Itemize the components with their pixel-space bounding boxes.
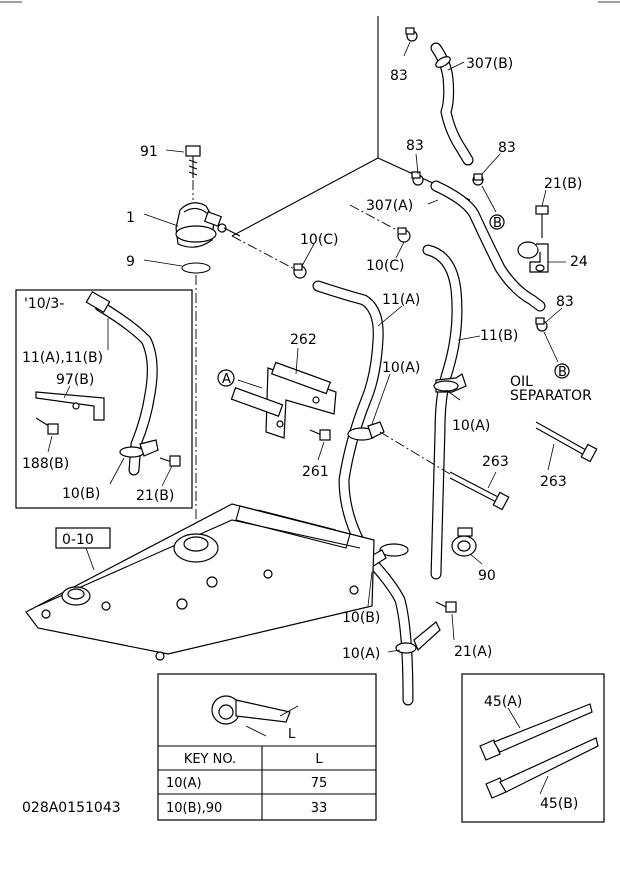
callout-10c-b: 10(C) [366,258,405,274]
callout-10a-right: 10(A) [452,418,490,434]
ref-b-circle-2 [554,363,570,379]
ref-box-0-10 [55,527,111,549]
callout-307b: 307(B) [466,56,513,72]
inset-callout-188b: 188(B) [22,456,69,472]
callout-10a-bottom: 10(A) [342,646,380,662]
hose-307a [430,180,546,312]
table-header-key: KEY NO. [184,752,236,767]
clamp-90 [451,527,477,557]
hose-11b [422,244,463,580]
clamp-10a-middle [347,421,385,441]
leader-lines [47,41,566,795]
table-header-l: L [315,752,323,767]
inset-date: '10/3- [24,296,64,312]
oil-separator-label-1: OIL [510,374,533,390]
o-ring-9 [181,262,211,274]
table-dim-label: L [288,727,296,742]
bolt-263-right [535,421,598,463]
callout-10a-upper: 10(A) [382,360,420,376]
tie-callout-45a: 45(A) [484,694,522,710]
table-row-1-l: 75 [311,776,328,791]
oil-separator-body [175,202,241,248]
callout-11a: 11(A) [382,292,420,308]
bolt-21a [435,601,457,613]
clamp-10c-b [397,227,411,243]
oil-separator-assembly [175,145,241,520]
tie-callout-45b: 45(B) [540,796,578,812]
callout-11b: 11(B) [480,328,518,344]
table-row-1-key: 10(A) [166,776,202,791]
ref-b-label-1: B [493,216,502,231]
inset-panel [15,289,193,509]
callout-24: 24 [570,254,588,270]
ref-b-label-2: B [558,365,567,380]
callout-10c-a: 10(C) [300,232,339,248]
inset-callout-97b: 97(B) [56,372,94,388]
hose-307b [430,42,474,166]
rocker-cover [25,503,375,661]
bolt-21b-top [535,205,549,238]
dimension-table [157,673,377,821]
callout-0-10: 0-10 [62,532,94,548]
callout-21a: 21(A) [454,644,492,660]
callout-10b: 10(B) [342,610,380,626]
ref-a-circle [217,369,235,387]
bolt-263-left [449,471,510,511]
callout-83-mid: 83 [406,138,424,154]
callout-83-lower: 83 [556,294,574,310]
clamp-10c-a [293,263,307,279]
ref-a-label: A [222,372,231,387]
callout-91: 91 [140,144,158,160]
callout-263-right: 263 [540,474,567,490]
ref-b-circle-1 [489,214,505,230]
clamp-83-right [472,173,484,186]
bolt-261 [309,429,331,441]
bolt-91 [185,145,201,178]
callout-307a: 307(A) [366,198,413,214]
clamp-83-lower [535,317,548,332]
inset-callout-21b: 21(B) [136,488,174,504]
hose-11a [312,280,414,706]
oil-separator-label-2: SEPARATOR [510,388,592,404]
clamp-10a-bottom [395,621,441,654]
bracket-262 [230,361,337,439]
callout-1: 1 [126,210,135,226]
cable-ties-panel [461,673,605,823]
callout-83-top: 83 [390,68,408,84]
callout-21b: 21(B) [544,176,582,192]
callout-263-left: 263 [482,454,509,470]
clamp-10a-upper [433,373,467,393]
callout-262: 262 [290,332,317,348]
callout-9: 9 [126,254,135,270]
table-row-2-key: 10(B),90 [166,801,222,816]
bracket-24 [517,241,549,273]
callout-90: 90 [478,568,496,584]
clamp-83-mid [411,171,424,186]
diagram-id: 028A0151043 [22,800,121,816]
inset-callout-10b: 10(B) [62,486,100,502]
perspective-frame [231,16,471,273]
callout-261: 261 [302,464,329,480]
callout-83-right: 83 [498,140,516,156]
table-row-2-l: 33 [311,801,328,816]
inset-callout-11ab: 11(A),11(B) [22,350,103,366]
clamp-83-top [405,27,418,42]
